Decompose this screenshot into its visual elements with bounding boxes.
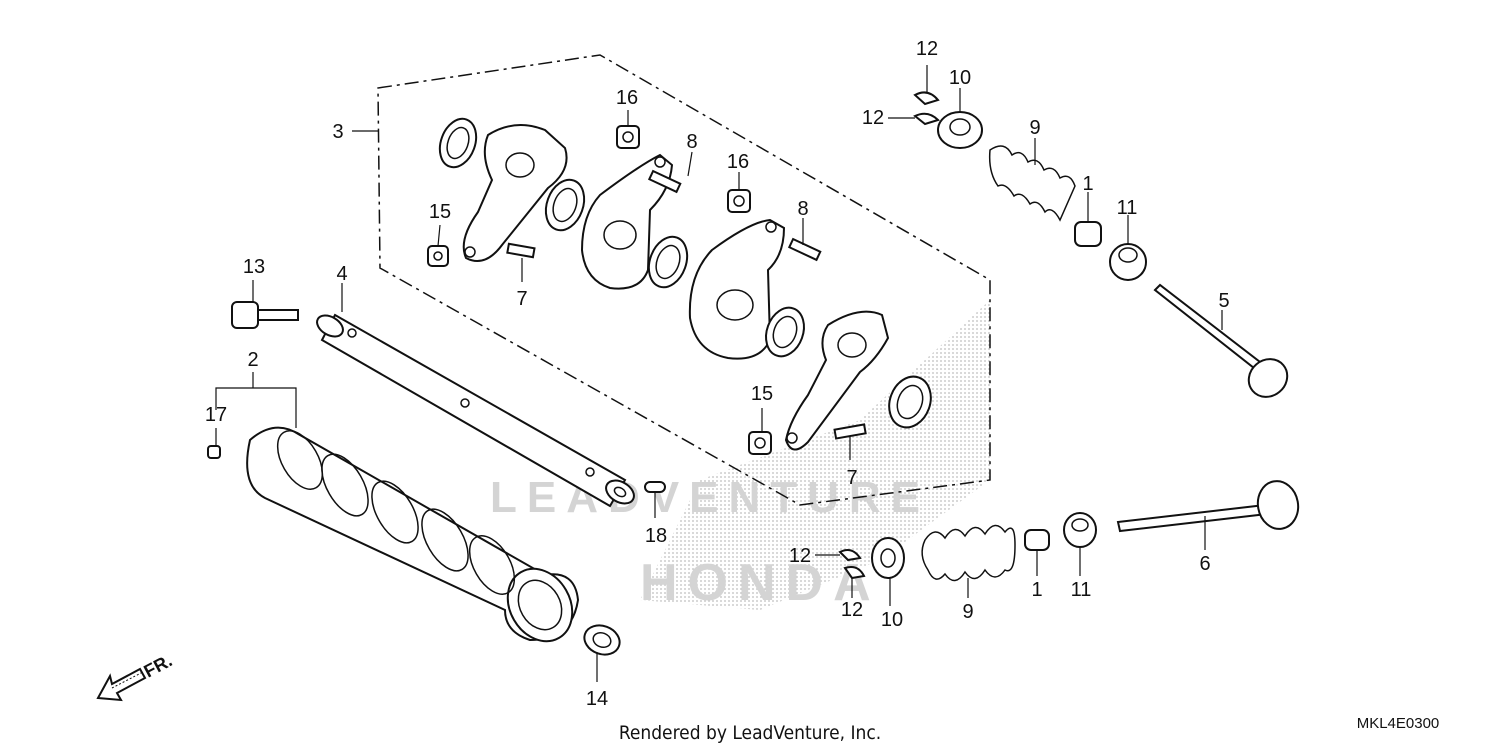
valve-stem-seal[interactable] [1074,221,1102,247]
part-callout: 14 [586,688,608,710]
intake-valve[interactable] [1116,478,1302,533]
part-callout: 13 [243,256,265,278]
part-callout: 5 [1218,290,1229,312]
adjusting-screw[interactable] [787,237,822,262]
valve-spring-seat[interactable] [1063,512,1097,548]
direction-label: FR. [140,650,175,681]
direction-arrow-icon [96,667,147,702]
valve-spring[interactable] [988,145,1076,222]
valve-cotter[interactable] [838,549,862,562]
adjusting-nut[interactable] [748,431,772,455]
rocker-arm-shaft[interactable] [313,311,638,508]
valve-cotter[interactable] [913,112,940,126]
part-callout: 7 [516,288,527,310]
bolt[interactable] [231,301,299,329]
part-callout: 12 [916,38,938,60]
part-callout: 1 [1031,579,1042,601]
shaft-pin[interactable] [644,481,666,493]
rocker-arm[interactable] [688,218,786,360]
part-callout: 12 [841,599,863,621]
rocker-arm[interactable] [580,153,674,290]
part-callout: 1 [1082,173,1093,195]
thrust-washer[interactable] [882,371,937,434]
part-callout: 16 [727,151,749,173]
diagram-code: MKL4E0300 [1357,715,1440,732]
part-callout: 15 [751,383,773,405]
thrust-washer[interactable] [760,302,811,361]
part-callouts: 1 1 2 3 4 5 6 7 7 8 8 9 9 10 10 11 11 12… [205,38,1230,710]
exhaust-valve[interactable] [1153,283,1295,405]
watermark-brand-text: HONDA [640,554,881,612]
rocker-assembly-boundary [377,54,991,506]
part-callout: 18 [645,525,667,547]
part-callout: 12 [862,107,884,129]
render-credit: Rendered by LeadVenture, Inc. [619,722,881,744]
front-direction-indicator: FR. [96,650,175,702]
adjusting-screw[interactable] [506,242,536,259]
part-callout: 8 [686,131,697,153]
part-callout: 9 [962,601,973,623]
part-callout: 6 [1199,553,1210,575]
part-callout: 11 [1071,579,1092,601]
part-callout: 17 [205,404,227,426]
part-callout: 3 [332,121,343,143]
watermark-dealer-text: LEADVENTURE [490,473,930,522]
valve-stem-seal[interactable] [1024,529,1050,551]
rocker-arm[interactable] [784,310,890,451]
valve-cotter[interactable] [843,566,866,580]
part-callout: 10 [881,609,903,631]
adjusting-nut[interactable] [727,189,751,213]
camshaft[interactable] [246,423,585,653]
part-callout: 9 [1029,117,1040,139]
watermark: LEADVENTURE HONDA [490,300,990,612]
part-callout: 10 [949,67,971,89]
part-callout: 11 [1117,197,1138,219]
valve-spring-retainer[interactable] [871,537,905,579]
valve-spring-seat[interactable] [1109,243,1147,281]
part-callout: 12 [789,545,811,567]
valve-cotter[interactable] [913,91,940,106]
adjusting-screw[interactable] [647,169,682,194]
part-callout: 15 [429,201,451,223]
part-callout: 8 [797,198,808,220]
part-callout: 2 [247,349,258,371]
adjusting-screw[interactable] [833,423,867,440]
part-callout: 16 [616,87,638,109]
dowel-pin[interactable] [207,445,221,459]
thrust-washer[interactable] [433,114,482,173]
rocker-arm[interactable] [462,124,568,262]
adjusting-nut[interactable] [616,125,640,149]
valve-spring-retainer[interactable] [937,111,983,149]
part-callout: 4 [336,263,347,285]
valve-spring[interactable] [921,524,1016,582]
part-callout: 7 [846,467,857,489]
sealing-plug[interactable] [580,621,623,660]
thrust-washer[interactable] [539,174,591,235]
adjusting-nut[interactable] [427,245,449,267]
thrust-washer[interactable] [642,231,694,292]
